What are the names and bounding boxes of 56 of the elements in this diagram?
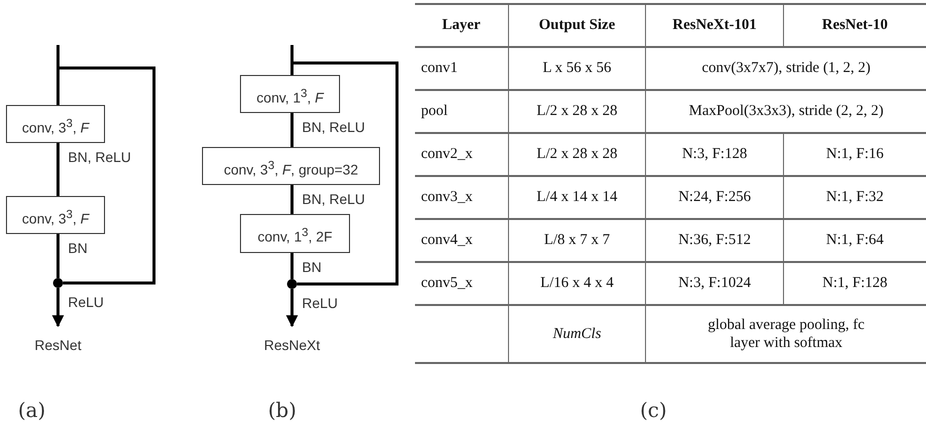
table-entry: N:1, F:16 <box>826 146 884 162</box>
edge-label: BN, ReLU <box>68 149 132 165</box>
column-header: ResNeXt-101 <box>672 17 757 33</box>
table-entry: L/16 x 4 x 4 <box>540 275 614 291</box>
connector-line <box>56 45 156 284</box>
table-entry: L/8 x 7 x 7 <box>544 232 610 248</box>
panel-label: (c) <box>640 398 667 422</box>
table-entry: N:24, F:256 <box>678 189 751 205</box>
junction-dot <box>53 278 63 288</box>
table-entry: L/2 x 28 x 28 <box>536 103 618 119</box>
panel-label: (a) <box>18 398 46 422</box>
table-entry: N:3, F:128 <box>682 146 748 162</box>
layer-name: conv4_x <box>421 232 473 248</box>
arrow <box>286 289 298 328</box>
block-title: ResNeXt <box>248 338 336 356</box>
table-entry: MaxPool(3x3x3), stride (2, 2, 2) <box>688 103 884 119</box>
connector-line <box>56 234 60 278</box>
layer-name: conv5_x <box>421 275 473 291</box>
output-size: NumCls <box>552 326 602 342</box>
layer-block: conv, 1$^{3}$, F <box>240 75 340 113</box>
layer-name: conv2_x <box>421 146 473 162</box>
table-entry: N:1, F:32 <box>826 189 884 205</box>
table-entry: conv(3x7x7), stride (1, 2, 2) <box>702 60 871 76</box>
connector-line <box>290 45 398 286</box>
table-entry: N:1, F:128 <box>822 275 888 291</box>
edge-label: BN <box>68 240 88 256</box>
connector-line <box>290 185 294 214</box>
column-header: Output Size <box>538 17 616 33</box>
table-entry: L/4 x 14 x 14 <box>536 189 618 205</box>
layer-block: conv, 3$^{3}$, F <box>6 105 105 143</box>
panel-label: (b) <box>268 398 296 422</box>
column-header: Layer <box>442 17 480 33</box>
connector-line <box>56 143 60 196</box>
table-entry: N:1, F:64 <box>826 232 884 248</box>
table-entry: L/2 x 28 x 28 <box>536 146 618 162</box>
layer-name: conv1 <box>421 60 458 76</box>
edge-label: ReLU <box>68 294 104 310</box>
layer-name: pool <box>421 103 448 119</box>
layer-name: conv3_x <box>421 189 473 205</box>
connector-line <box>290 113 294 147</box>
table-entry: N:36, F:512 <box>678 232 751 248</box>
junction-dot <box>287 279 297 289</box>
block-title: ResNet <box>18 338 98 356</box>
layer-block: conv, 3$^{3}$, F, group=32 <box>202 147 380 185</box>
edge-label: BN, ReLU <box>302 119 366 135</box>
layer-block: conv, 1$^{3}$, 2F <box>240 214 350 253</box>
column-header: ResNet-10 <box>822 17 888 33</box>
edge-label: ReLU <box>302 295 338 311</box>
layer-block: conv, 3$^{3}$, F <box>6 196 105 234</box>
edge-label: BN, ReLU <box>302 191 366 207</box>
table-entry: N:3, F:1024 <box>678 275 751 291</box>
head-description: global average pooling, fc layer with softmax <box>706 316 866 352</box>
arrow <box>52 288 64 328</box>
edge-label: BN <box>302 259 322 275</box>
connector-line <box>290 253 294 279</box>
table-entry: L x 56 x 56 <box>542 60 612 76</box>
